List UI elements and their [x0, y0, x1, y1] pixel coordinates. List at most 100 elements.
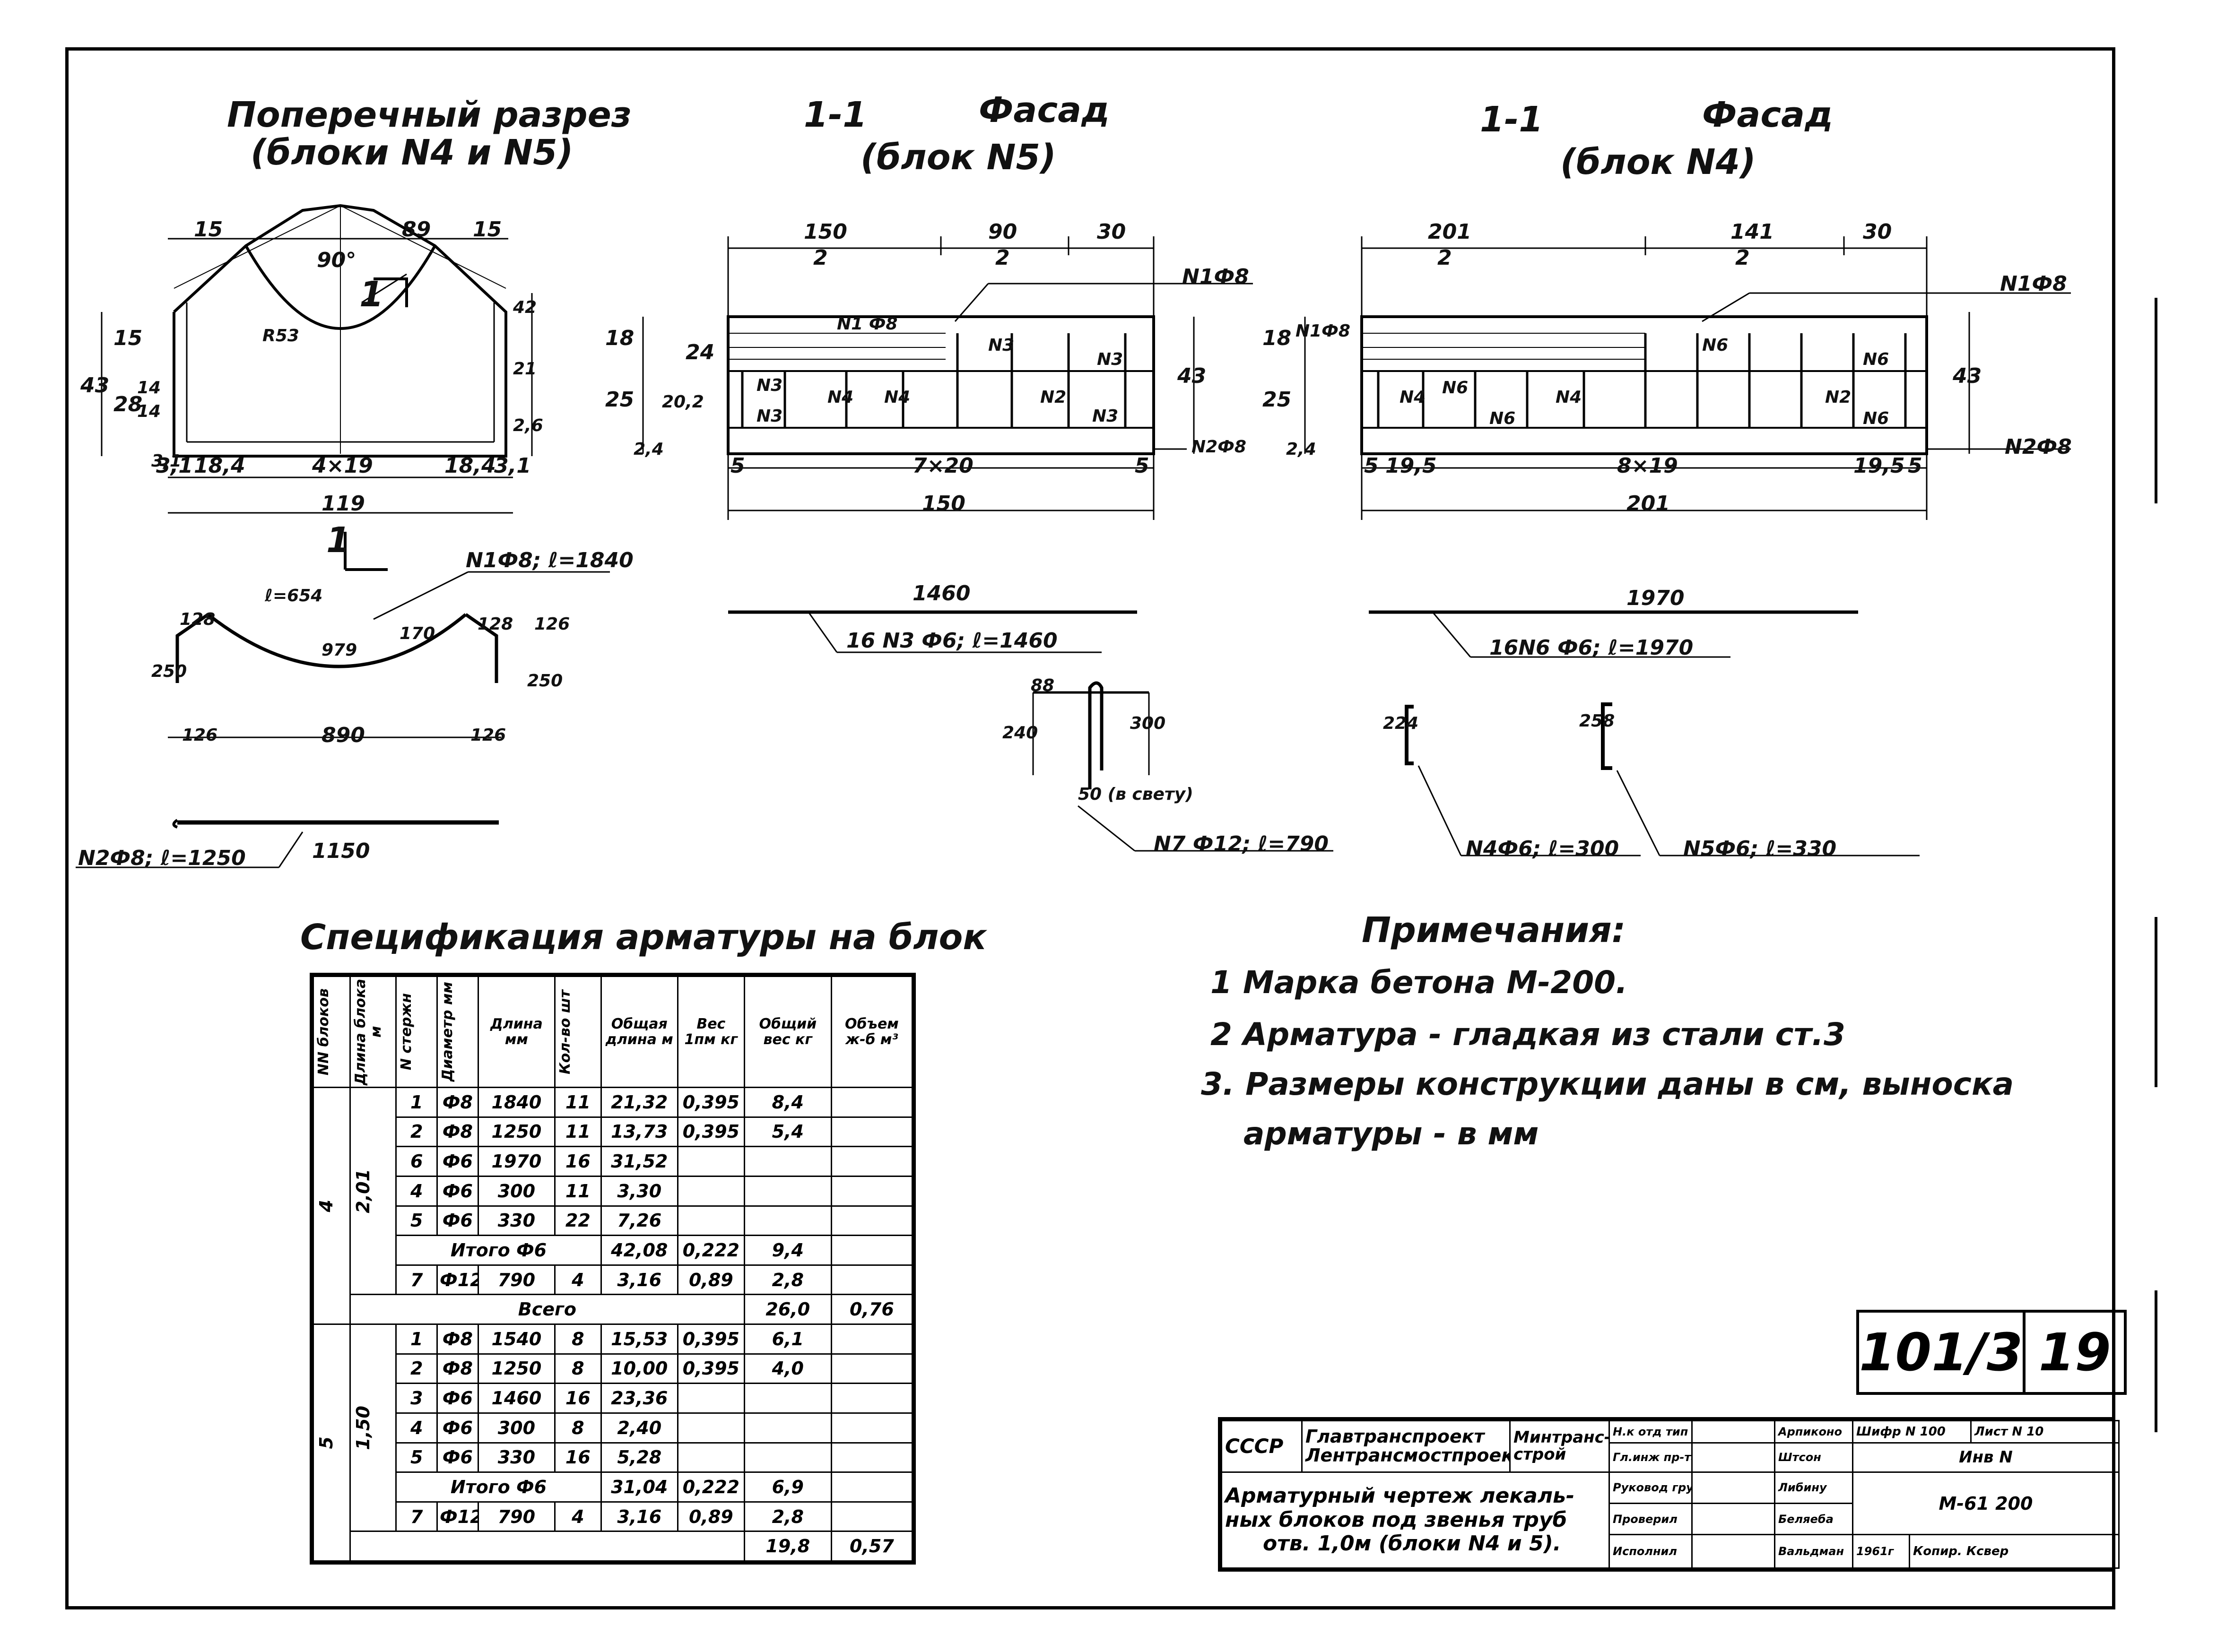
cs-radius: R53 [262, 326, 299, 346]
cs-dim-bottom-184a: 18,4 [194, 454, 245, 478]
f5-label-n3a: N3 [988, 336, 1015, 355]
bar-n2-shape [76, 819, 499, 868]
cs-dim-bottom-184b: 18,4 [444, 454, 496, 478]
bar-n5-label: N5Ф6; ℓ=330 [1683, 837, 1837, 861]
cs-cut-mark: 1 [359, 274, 384, 315]
cs-dim-left-28: 28 [113, 392, 143, 416]
f4-dim-bottom-195b: 19,5 [1853, 454, 1905, 478]
facade5-subtitle: (блок N5) [861, 137, 1056, 178]
cs-dim-right-42: 42 [513, 298, 537, 317]
f5-dim-left-24b: 2,4 [634, 440, 664, 459]
tb-role-3: Проверил [1608, 1503, 1693, 1536]
note-3: 3. Размеры конструкции даны в см, выноск… [1201, 1066, 2014, 1102]
tb-name-4: Вальдман [1774, 1534, 1853, 1569]
facade5-number: 1-1 [804, 95, 867, 135]
bar-n1-dim-979: 979 [322, 640, 357, 660]
spec-header-mm: Длина мм [477, 976, 556, 1088]
tb-name-2: Либину [1774, 1471, 1853, 1505]
stamp-left: 101/3 [1859, 1322, 2023, 1383]
f5-label-n1f8: N1Ф8 [1182, 265, 1249, 289]
cross-section-title: Поперечный разрез [227, 95, 632, 135]
f5-dim-left-18: 18 [605, 326, 635, 350]
tb-role-1: Гл.инж пр-та [1608, 1442, 1693, 1473]
f4-dim-30: 30 [1863, 220, 1892, 244]
tb-inv: Инв N [1852, 1442, 2120, 1473]
bar-n6-shape [1369, 610, 1858, 658]
f5-label-n3c: N3 [756, 376, 783, 395]
f5-dim-total: 150 [922, 492, 965, 516]
tb-role-4: Исполнил [1608, 1534, 1693, 1569]
bar-n7-gap: 50 (в свету) [1078, 785, 1193, 804]
table-row: 7Ф1279043,160,892,8 [313, 1501, 913, 1532]
cs-dim-right-26: 2,6 [513, 416, 543, 435]
bar-n1-dim-250b: 250 [527, 671, 563, 691]
f4-label-n6c: N6 [1442, 378, 1469, 398]
bar-n6-len: 1970 [1626, 586, 1685, 610]
bar-n1-dim-128a: 128 [180, 610, 216, 629]
f4-dim-left-24: 2,4 [1286, 440, 1316, 459]
f5-dim-bottom-5b: 5 [1135, 454, 1149, 478]
f5-dim-left-25: 25 [605, 388, 635, 412]
tb-name-1: Штсон [1774, 1442, 1853, 1473]
f4-label-n4a: N4 [1400, 388, 1426, 407]
spec-title: Спецификация арматуры на блок [300, 917, 987, 958]
bar-n7-dim-88: 88 [1031, 676, 1055, 695]
f4-label-n6e: N6 [1863, 409, 1889, 428]
facade5-dim-lines [642, 236, 1253, 520]
f5-label-n3d: N3 [756, 407, 783, 426]
cs-dim-top-right: 15 [473, 217, 502, 242]
f4-dim-total: 201 [1626, 492, 1670, 516]
f5-dim-150: 150 [804, 220, 847, 244]
f4-dim-bottom-5a: 5 [1364, 454, 1379, 478]
f4-dim-2a: 2 [1437, 246, 1452, 270]
cs-dim-right-21: 21 [513, 359, 537, 379]
f5-dim-left-202: 20,2 [662, 392, 704, 412]
tb-sign-3 [1691, 1503, 1775, 1536]
bar-n1-dim-250a: 250 [151, 662, 187, 681]
tb-country: СССР [1221, 1420, 1303, 1473]
f5-label-n4a: N4 [827, 388, 854, 407]
stamp-right: 19 [2023, 1313, 2124, 1392]
f5-label-n3b: N3 [1097, 350, 1123, 369]
spec-header-volume: Объем ж-б м³ [830, 976, 913, 1088]
f4-dim-left-25: 25 [1262, 388, 1292, 412]
f5-dim-left-24: 24 [686, 340, 715, 364]
spec-block4-len: 2,01 [349, 1086, 397, 1296]
bar-n1-dim-890: 890 [322, 723, 365, 747]
tb-sheet: Лист N 10 [1970, 1419, 2120, 1444]
cs-angle: 90° [317, 248, 356, 272]
spec-header-count: Кол-во шт [554, 976, 602, 1088]
bar-n5-shape [1601, 702, 1920, 856]
f4-label-n2f8: N2Ф8 [2005, 435, 2072, 459]
tb-role-0: Н.к отд тип пр [1608, 1419, 1693, 1444]
facade5-title: Фасад [979, 90, 1110, 130]
f5-label-n2f8: N2Ф8 [1191, 437, 1246, 457]
f4-label-n6d: N6 [1489, 409, 1516, 428]
cs-dim-bottom-31b: 3,1 [494, 454, 531, 478]
facade5-outline [727, 315, 1155, 455]
bar-n7-shape [1032, 681, 1333, 852]
cs-dim-left-14b: 14 [137, 378, 161, 398]
f5-dim-90: 90 [988, 220, 1017, 244]
spec-header-total-weight: Общий вес кг [743, 976, 832, 1088]
cs-dim-bottom-31a: 3,1 [156, 454, 193, 478]
f5-label-n1: N1 Ф8 [837, 314, 898, 334]
tb-cipher: Шифр N 100 [1852, 1419, 1972, 1444]
cs-dim-left-43: 43 [80, 373, 110, 398]
f4-label-n4b: N4 [1556, 388, 1582, 407]
cross-section-dim-lines [101, 238, 533, 571]
spec-header-blocks: NN блоков [313, 976, 351, 1088]
facade4-stirrups [1377, 333, 1907, 428]
f4-dim-bottom-195a: 19,5 [1385, 454, 1437, 478]
f5-dim-height: 43 [1177, 364, 1207, 388]
bar-n1-label: N1Ф8; ℓ=1840 [466, 548, 634, 572]
